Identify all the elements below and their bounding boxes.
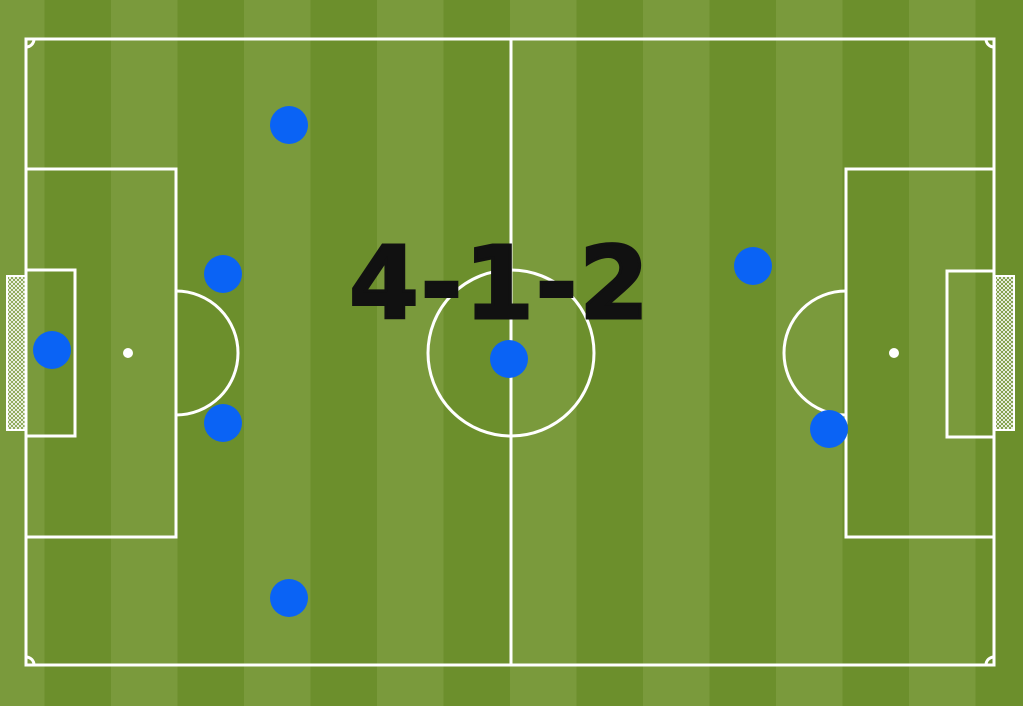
left-penalty-spot: [123, 348, 133, 358]
grass-stripe: [111, 0, 178, 706]
player-marker-forward-right[interactable]: [810, 410, 848, 448]
player-marker-defensive-midfielder[interactable]: [490, 340, 528, 378]
grass-stripe: [377, 0, 444, 706]
players-layer: [33, 106, 848, 617]
player-marker-goalkeeper[interactable]: [33, 331, 71, 369]
center-circle: [426, 268, 596, 438]
grass-stripe: [776, 0, 843, 706]
corner-arc-bottom-right: [984, 655, 995, 666]
left-penalty-arc: [175, 289, 240, 417]
right-penalty-spot: [889, 348, 899, 358]
grass-stripe: [709, 0, 776, 706]
corner-arc-top-right: [984, 38, 995, 49]
corner-arc-bottom-left: [25, 655, 36, 666]
player-marker-center-back-right[interactable]: [204, 404, 242, 442]
left-goal-net: [6, 275, 27, 431]
grass-stripe: [842, 0, 909, 706]
grass-stripe: [643, 0, 710, 706]
grass-stripe: [909, 0, 976, 706]
right-goal-net: [994, 275, 1015, 431]
right-penalty-arc: [782, 289, 847, 417]
player-marker-forward-left[interactable]: [734, 247, 772, 285]
player-marker-center-back-left[interactable]: [204, 255, 242, 293]
corner-arc-top-left: [25, 38, 36, 49]
player-marker-left-back[interactable]: [270, 106, 308, 144]
grass-stripe: [310, 0, 377, 706]
grass-stripe: [576, 0, 643, 706]
formation-label: 4-1-2: [349, 225, 651, 342]
grass-stripe: [177, 0, 244, 706]
player-marker-right-back[interactable]: [270, 579, 308, 617]
